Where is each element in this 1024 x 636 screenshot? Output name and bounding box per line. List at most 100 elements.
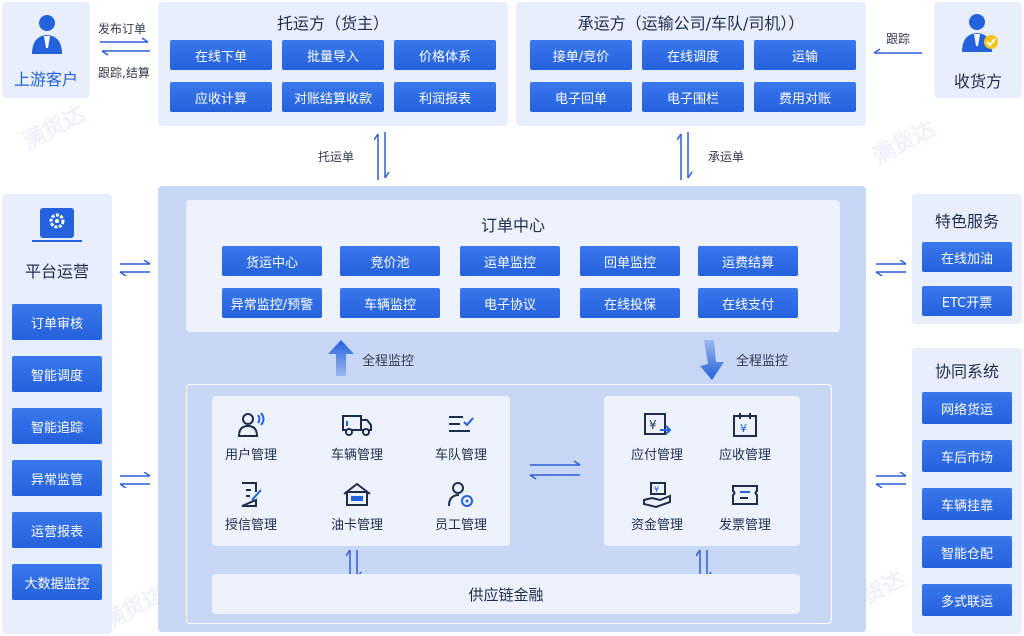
upstream-customer-panel: 上游客户 — [2, 2, 90, 98]
fuel-card-management-label: 油卡管理 — [330, 518, 383, 533]
consign-note-label: 托运单 — [318, 150, 355, 164]
collab-systems-panel: 协同系统 网络货运 车后市场 车辆挂靠 智能仓配 多式联运 — [912, 348, 1022, 634]
card-icon — [343, 482, 371, 506]
big-data-monitor-button[interactable]: 大数据监控 — [12, 564, 102, 600]
supply-chain-finance-bar[interactable]: 供应链金融 — [212, 574, 800, 614]
staff-management-label: 员工管理 — [434, 518, 487, 533]
user-icon — [237, 412, 265, 437]
horizontal-double-arrow-icon — [875, 260, 907, 276]
receiver-person-icon — [962, 14, 998, 52]
transport-button[interactable]: 运输 — [754, 40, 856, 70]
etc-invoice-button[interactable]: ETC开票 — [922, 286, 1012, 316]
invoice-management-label: 发票管理 — [718, 518, 771, 533]
horizontal-double-arrow-icon — [119, 260, 151, 276]
credit-management-label: 授信管理 — [224, 518, 277, 533]
receivable-calc-button[interactable]: 应收计算 — [170, 82, 272, 112]
multimodal-button[interactable]: 多式联运 — [922, 584, 1012, 616]
order-center-title: 订单中心 — [480, 216, 545, 235]
carrier-title: 承运方（运输公司/车队/司机）） — [577, 14, 805, 33]
full-monitor-label-right: 全程监控 — [736, 354, 789, 369]
full-monitor-label-left: 全程监控 — [362, 354, 415, 369]
batch-import-button[interactable]: 批量导入 — [282, 40, 384, 70]
horizontal-double-arrow-icon — [875, 472, 907, 488]
receivable-management-label: 应收管理 — [718, 448, 771, 463]
svg-text:¥: ¥ — [649, 418, 657, 432]
fund-icon: ¥ — [643, 482, 671, 509]
freight-center-button[interactable]: 货运中心 — [222, 246, 322, 276]
smart-tracking-button[interactable]: 智能追踪 — [12, 408, 102, 444]
double-arrow-icon — [100, 37, 150, 56]
employee-icon — [448, 482, 473, 507]
network-freight-button[interactable]: 网络货运 — [922, 392, 1012, 424]
e-receipt-button[interactable]: 电子回单 — [530, 82, 632, 112]
accept-bid-button[interactable]: 接单/竞价 — [530, 40, 632, 70]
waybill-monitor-button[interactable]: 运单监控 — [460, 246, 560, 276]
horizontal-double-arrow-icon — [119, 472, 151, 488]
publish-order-label: 发布订单 — [98, 22, 147, 36]
vehicle-affiliation-button[interactable]: 车辆挂靠 — [922, 488, 1012, 520]
user-management-label: 用户管理 — [224, 448, 277, 463]
vertical-double-arrow-icon — [374, 132, 390, 180]
cost-reconcile-button[interactable]: 费用对账 — [754, 82, 856, 112]
exception-alert-button[interactable]: 异常监控/预警 — [222, 288, 322, 318]
platform-ops-title: 平台运营 — [24, 262, 89, 281]
bid-pool-button[interactable]: 竞价池 — [340, 246, 440, 276]
e-fence-button[interactable]: 电子围栏 — [642, 82, 744, 112]
online-insurance-button[interactable]: 在线投保 — [580, 288, 680, 318]
arrow-down-icon — [700, 340, 724, 380]
aftermarket-button[interactable]: 车后市场 — [922, 440, 1012, 472]
fund-management-label: 资金管理 — [630, 518, 683, 533]
price-system-button[interactable]: 价格体系 — [394, 40, 496, 70]
ops-report-button[interactable]: 运营报表 — [12, 512, 102, 548]
reconcile-settle-button[interactable]: 对账结算收款 — [282, 82, 384, 112]
business-person-icon — [32, 15, 62, 54]
freight-settle-button[interactable]: 运费结算 — [698, 246, 798, 276]
fleet-management-label: 车队管理 — [434, 448, 487, 463]
smart-dispatch-button[interactable]: 智能调度 — [12, 356, 102, 392]
profit-report-button[interactable]: 利润报表 — [394, 82, 496, 112]
receiver-label: 收货方 — [953, 72, 1002, 91]
consignor-title: 托运方（货主） — [276, 14, 389, 33]
svg-text:¥: ¥ — [654, 485, 659, 494]
track-label: 跟踪 — [886, 32, 911, 46]
management-container — [186, 384, 832, 624]
list-check-icon — [449, 416, 474, 432]
receipt-monitor-button[interactable]: 回单监控 — [580, 246, 680, 276]
gear-icon — [40, 208, 74, 238]
vehicle-monitor-button[interactable]: 车辆监控 — [340, 288, 440, 318]
consignor-panel: 托运方（货主） 在线下单 批量导入 价格体系 应收计算 对账结算收款 利润报表 — [158, 2, 508, 126]
divider — [32, 240, 82, 242]
carrier-note-label: 承运单 — [708, 150, 745, 164]
order-review-button[interactable]: 订单审核 — [12, 304, 102, 340]
platform-ops-panel: 平台运营 订单审核 智能调度 智能追踪 异常监管 运营报表 大数据监控 — [2, 194, 112, 634]
vehicle-management-label: 车辆管理 — [330, 448, 383, 463]
order-center-panel: 订单中心 货运中心 竞价池 运单监控 回单监控 运费结算 异常监控/预警 车辆监… — [186, 200, 840, 332]
payable-icon: ¥ — [644, 413, 672, 435]
online-order-button[interactable]: 在线下单 — [170, 40, 272, 70]
receiver-panel: 收货方 — [934, 2, 1022, 98]
receivable-icon: ¥ — [733, 413, 757, 437]
watermark: 满货达 — [869, 116, 940, 170]
e-agreement-button[interactable]: 电子协议 — [460, 288, 560, 318]
payable-management-label: 应付管理 — [630, 448, 683, 463]
carrier-panel: 承运方（运输公司/车队/司机）） 接单/竞价 在线调度 运输 电子回单 电子围栏… — [516, 2, 866, 126]
track-settle-label: 跟踪,结算 — [98, 66, 150, 80]
online-dispatch-button[interactable]: 在线调度 — [642, 40, 744, 70]
horizontal-double-arrow-icon — [529, 460, 581, 480]
finance-management-box: ¥ 应付管理 ¥ 应收管理 ¥ 资金管理 发票管理 — [604, 396, 800, 546]
user-management-box: 用户管理 车辆管理 车队管理 授信管理 — [212, 396, 510, 546]
special-services-panel: 特色服务 在线加油 ETC开票 — [912, 194, 1022, 324]
truck-icon — [342, 415, 372, 436]
vertical-double-arrow-icon — [677, 132, 693, 180]
smart-warehouse-button[interactable]: 智能仓配 — [922, 536, 1012, 568]
svg-text:¥: ¥ — [740, 422, 747, 435]
invoice-icon — [732, 485, 758, 505]
watermark: 满货达 — [19, 101, 90, 155]
online-payment-button[interactable]: 在线支付 — [698, 288, 798, 318]
arrow-up-icon — [328, 340, 354, 376]
collab-systems-title: 协同系统 — [934, 362, 999, 381]
online-refuel-button[interactable]: 在线加油 — [922, 242, 1012, 272]
special-services-title: 特色服务 — [934, 212, 999, 231]
edit-doc-icon — [241, 482, 262, 507]
exception-supervision-button[interactable]: 异常监管 — [12, 460, 102, 496]
